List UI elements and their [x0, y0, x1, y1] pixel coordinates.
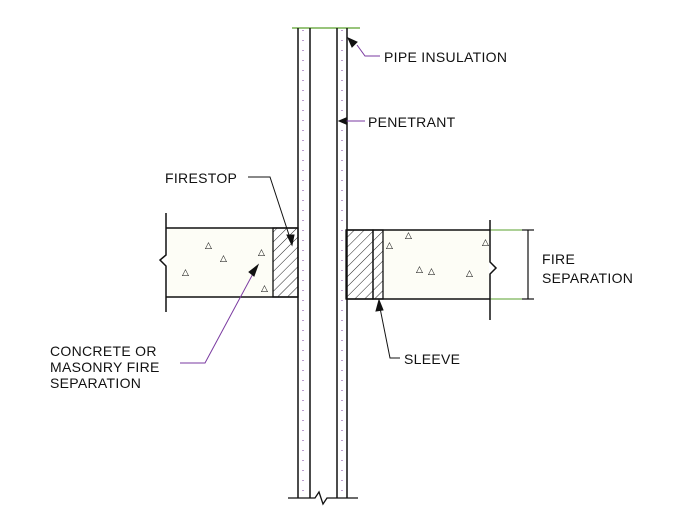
sleeve: [372, 229, 384, 300]
right-concrete-slab: △ △ △ △ △ △: [346, 220, 530, 320]
svg-text:△: △: [205, 241, 212, 251]
penetrant-pipe: [288, 27, 360, 506]
firestop-right: [345, 229, 374, 300]
svg-text:△: △: [182, 268, 189, 278]
label-fire-separation-line1: FIRE: [542, 251, 575, 267]
svg-text:△: △: [466, 269, 473, 279]
label-fire-separation-line2: SEPARATION: [542, 270, 633, 286]
svg-text:△: △: [428, 267, 435, 277]
label-sleeve: SLEEVE: [404, 351, 460, 367]
firestop-left: [272, 227, 299, 298]
label-concrete-line3: SEPARATION: [50, 375, 141, 391]
label-pipe-insulation: PIPE INSULATION: [384, 49, 507, 65]
left-concrete-slab: △ △ △ △ △: [158, 213, 298, 312]
svg-text:△: △: [416, 265, 423, 275]
label-firestop: FIRESTOP: [165, 170, 237, 186]
label-concrete-line2: MASONRY FIRE: [50, 359, 160, 375]
svg-text:△: △: [386, 241, 393, 251]
label-concrete-line1: CONCRETE OR: [50, 343, 157, 359]
fire-separation-dimension: [522, 229, 534, 300]
svg-text:△: △: [482, 238, 489, 248]
label-penetrant: PENETRANT: [368, 114, 456, 130]
svg-text:△: △: [220, 254, 227, 264]
svg-text:△: △: [261, 284, 268, 294]
svg-text:△: △: [405, 231, 412, 241]
svg-text:△: △: [258, 248, 265, 258]
leader-lines: [180, 37, 400, 364]
